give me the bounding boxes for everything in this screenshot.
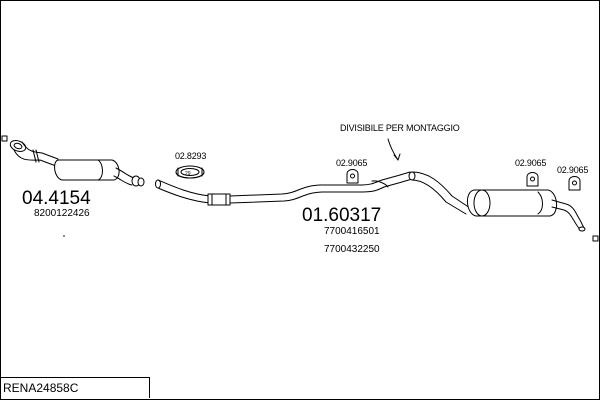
hanger-1-drawing [346,169,359,184]
inlet-flange [9,140,27,152]
hanger-2-drawing [526,172,539,187]
part-number-front: 04.4154 [22,188,91,209]
diagram-code: RENA24858C [3,381,79,395]
catalyst-body [54,159,120,181]
annotation-text: DIVISIBILE PER MONTAGGIO [340,123,460,133]
hanger-3-drawing [568,176,581,191]
front-pipe-drawing [1,135,145,187]
rear-muffler-drawing [467,189,586,232]
annotation-arrow-line [387,138,399,161]
middle-sleeve [207,193,231,206]
annotation-arrow-head [393,153,401,161]
oem-ref-middle-1: 7700416501 [324,226,380,237]
accessory-label-hanger-3: 02.9065 [557,165,589,175]
accessory-label-hanger-2: 02.9065 [515,158,547,168]
oem-ref-front-1: 8200122426 [34,208,90,219]
accessory-label-hanger-1: 02.9065 [336,158,368,168]
clamp-02-8293-drawing: 29 [175,165,205,179]
left-marker [1,135,8,142]
accessory-label-clamp: 02.8293 [175,151,207,161]
svg-text:29: 29 [185,171,191,177]
middle-pipe-drawing [155,171,471,215]
part-number-middle: 01.60317 [302,205,382,226]
diagram-code-box: RENA24858C [0,377,150,398]
stray-dot [63,235,65,237]
right-marker [592,235,599,242]
oem-ref-middle-2: 7700432250 [324,244,380,255]
